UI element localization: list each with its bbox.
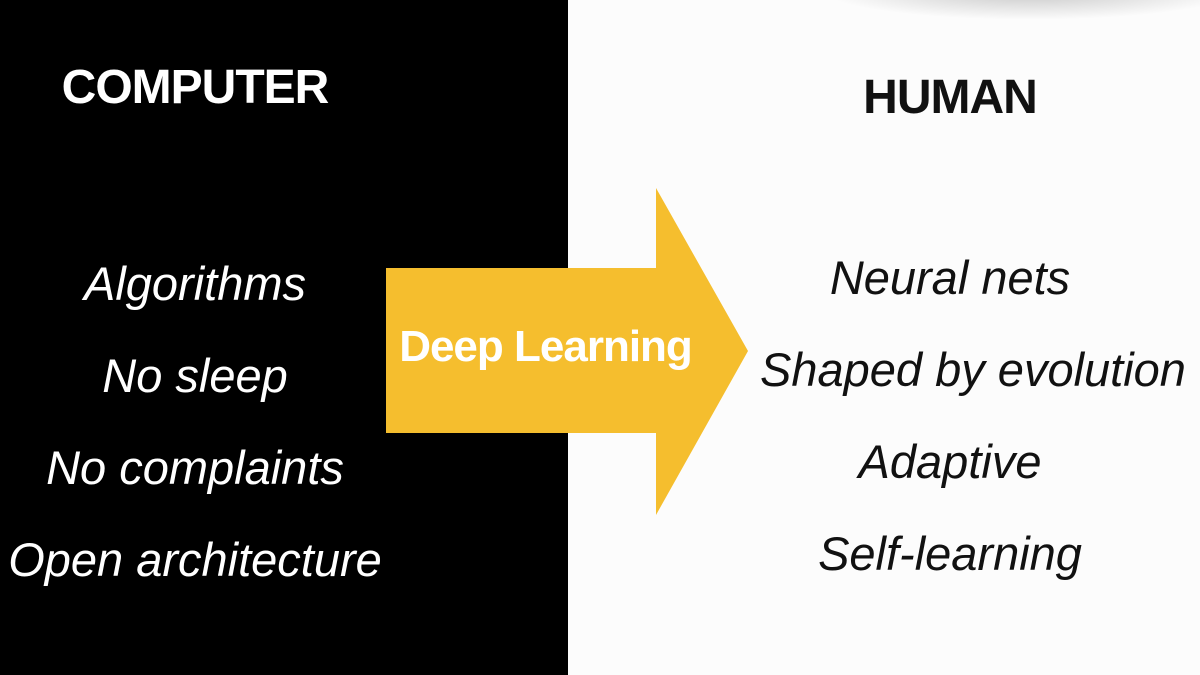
arrow-right-icon	[386, 188, 748, 515]
human-title: HUMAN	[863, 71, 1038, 124]
list-item: Self-learning	[818, 527, 1082, 580]
shadow	[820, 0, 1200, 20]
list-item: Algorithms	[83, 257, 306, 310]
list-item: No complaints	[46, 441, 344, 494]
computer-title: COMPUTER	[61, 61, 330, 114]
human-list: Neural nets Shaped by evolution Adaptive…	[760, 232, 1186, 600]
list-item: Adaptive	[858, 435, 1042, 488]
list-item: Shaped by evolution	[760, 343, 1186, 396]
list-item: Open architecture	[8, 533, 382, 586]
list-item: No sleep	[102, 349, 288, 402]
list-item: Neural nets	[829, 251, 1071, 304]
computer-list: Algorithms No sleep No complaints Open a…	[0, 238, 390, 606]
arrow-label: Deep Learning	[399, 322, 693, 371]
